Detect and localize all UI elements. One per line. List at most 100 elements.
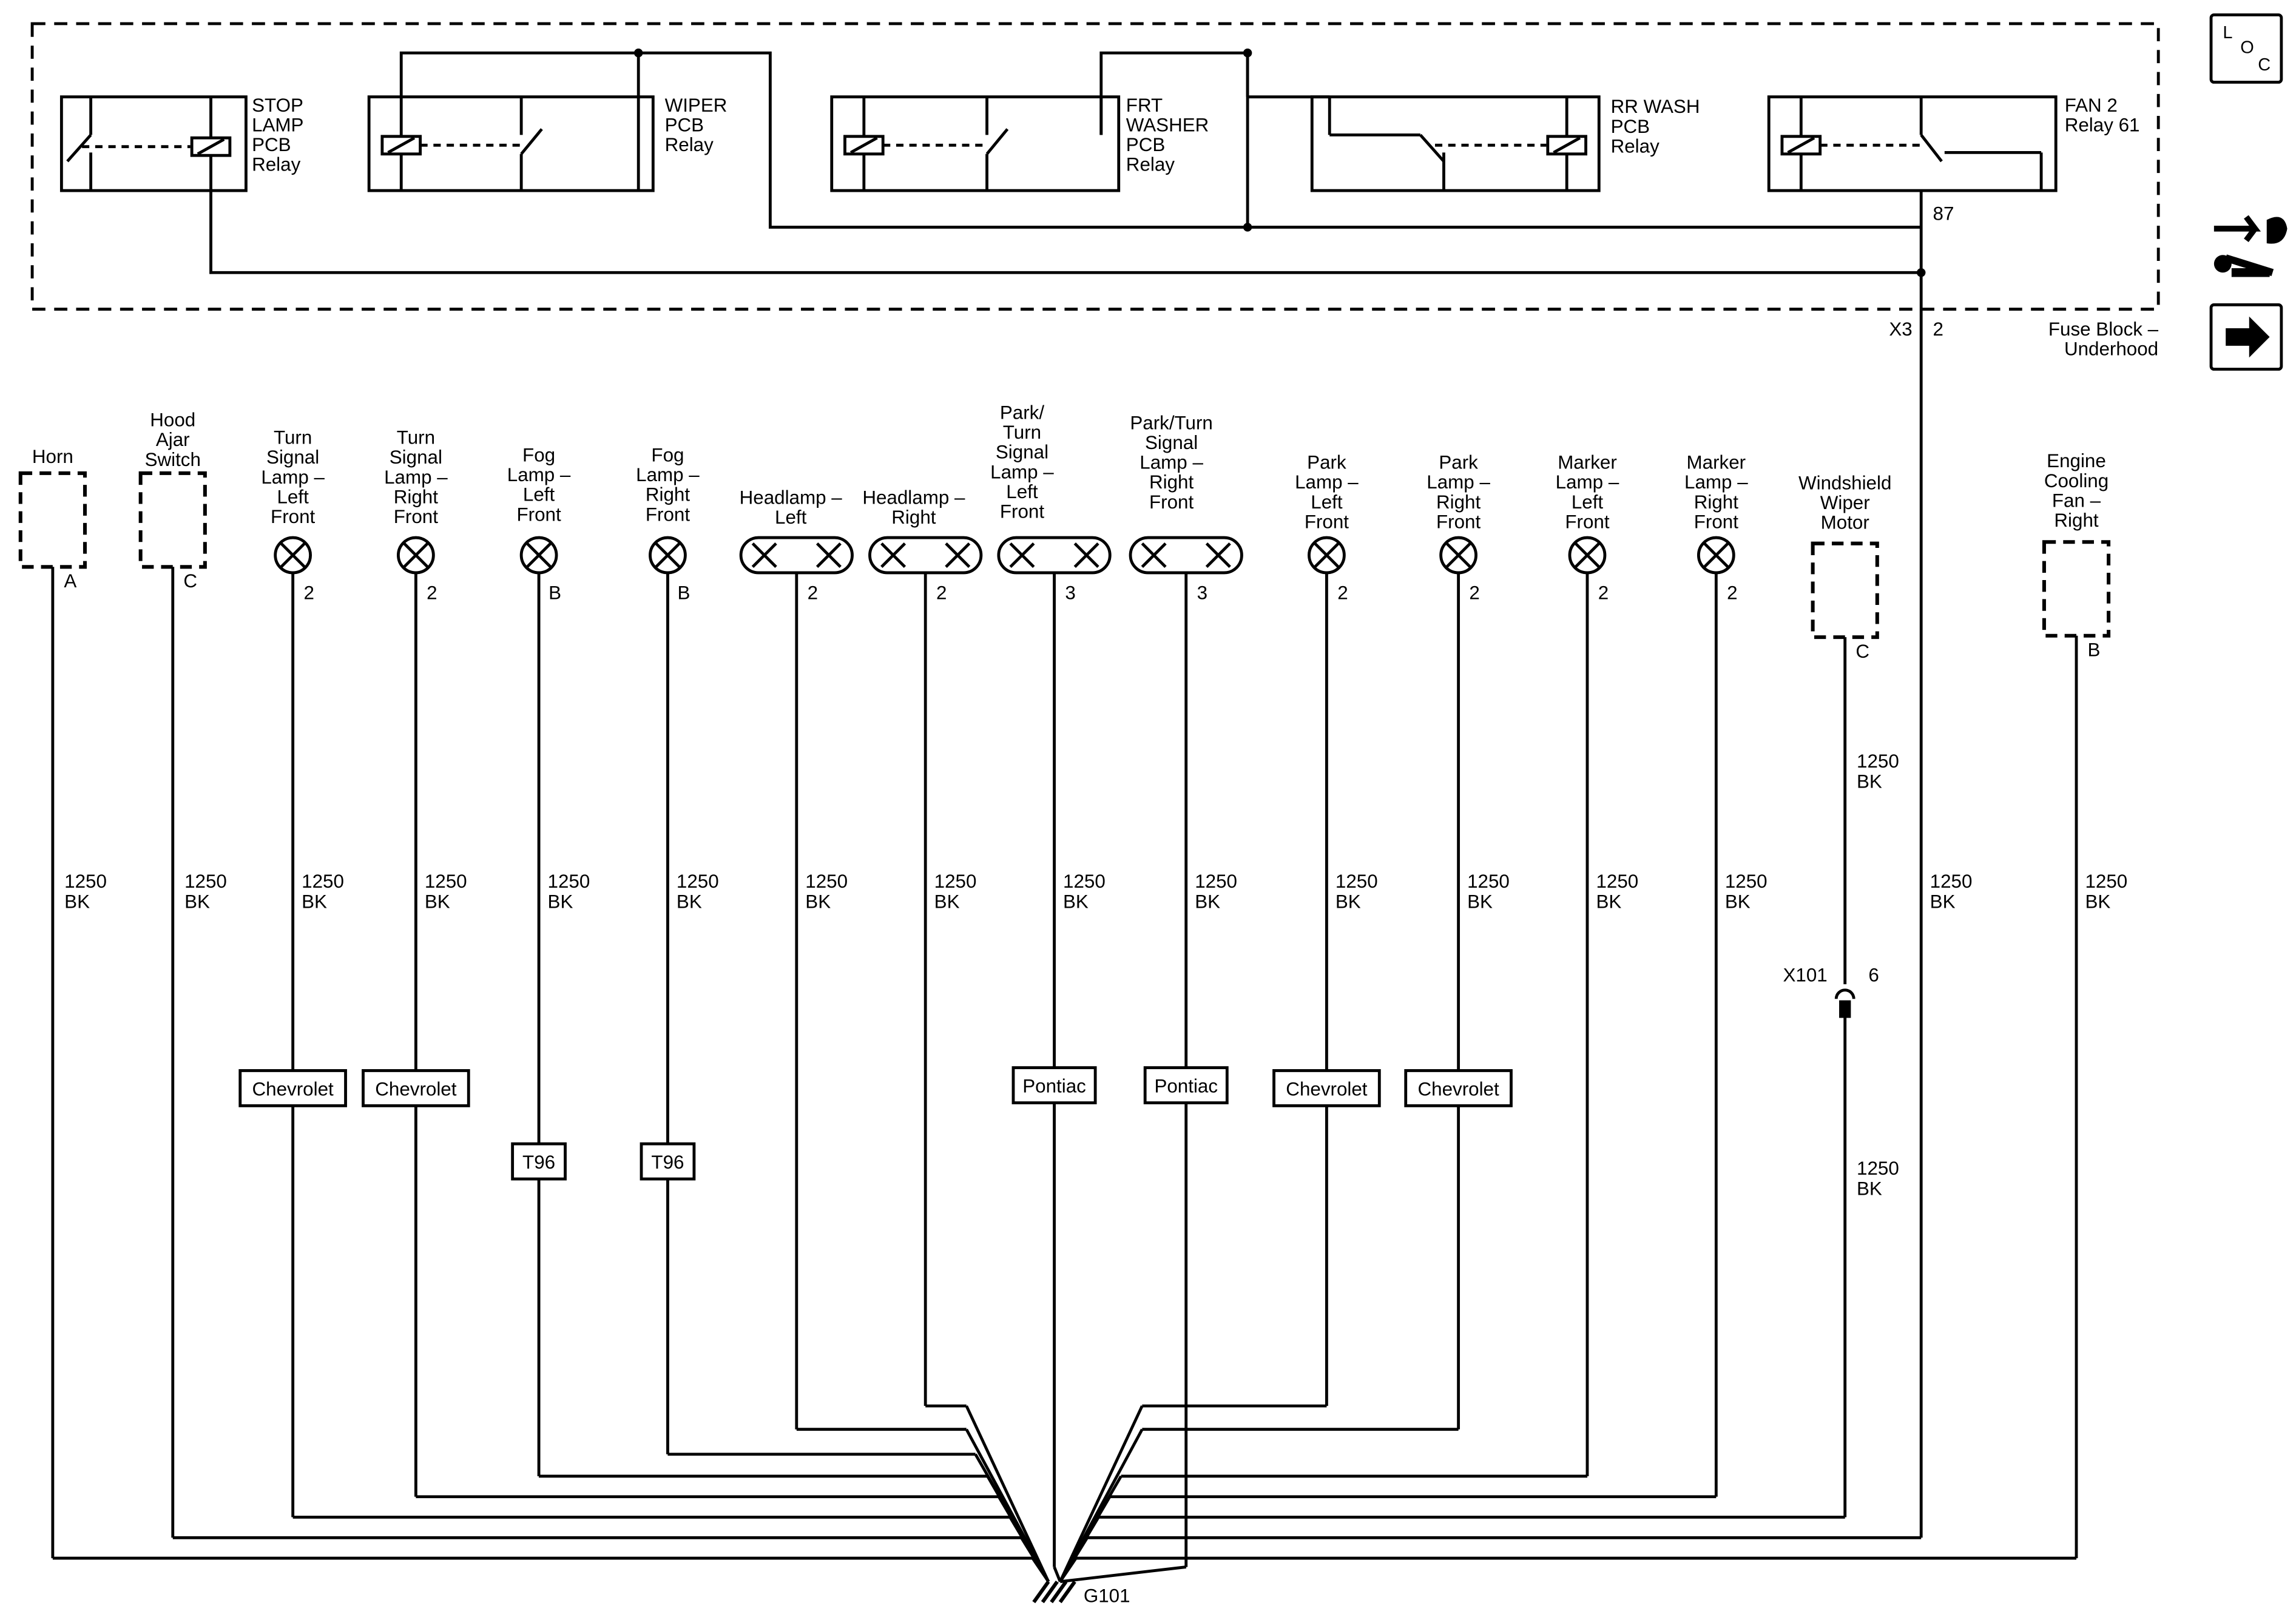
component-outline <box>2042 540 2111 638</box>
wire-label: BK <box>425 891 450 913</box>
splice-dot <box>1243 223 1252 232</box>
ground-wire <box>1059 637 1855 1582</box>
next-arrow-icon[interactable] <box>2209 303 2283 371</box>
wire-label: BK <box>1857 771 1882 792</box>
wire-label: BK <box>64 891 90 913</box>
component-label: Headlamp – <box>862 487 965 508</box>
component-label: Front <box>271 506 315 527</box>
component-label: Left <box>277 486 309 507</box>
component-label: Marker <box>1687 452 1746 473</box>
component-label: Right <box>646 484 690 505</box>
splice-dot <box>1916 268 1926 277</box>
component-label: Lamp – <box>1684 471 1748 493</box>
option-chevrolet-box: Chevrolet <box>362 1069 470 1107</box>
relay-coil-icon <box>380 135 422 156</box>
pin-label: 2 <box>1469 582 1479 603</box>
component-label: Lamp – <box>1140 452 1203 473</box>
ground-wire <box>1059 572 1460 1582</box>
component-label: Ajar <box>156 429 190 450</box>
component-label: Headlamp – <box>740 487 843 508</box>
wire-label: BK <box>1195 891 1220 913</box>
pin-label: C <box>1855 641 1869 662</box>
option-t96-box: T96 <box>640 1142 696 1181</box>
component-label: Fog <box>651 445 684 466</box>
option-label: Chevrolet <box>1286 1079 1367 1100</box>
wire-label: 1250 <box>64 871 107 892</box>
pin-label: A <box>64 570 76 592</box>
component-label: Park <box>1307 452 1346 473</box>
wire-label: 1250 <box>2085 871 2127 892</box>
wire-label: 1250 <box>1857 1158 1899 1179</box>
wire-label: BK <box>1467 891 1493 913</box>
option-label: T96 <box>651 1152 684 1173</box>
wire-label: 1250 <box>1725 871 1768 892</box>
component-label: Front <box>1694 511 1738 532</box>
dual-lamp-icon <box>739 536 854 575</box>
pin-label: 3 <box>1197 582 1207 603</box>
pin-label: 2 <box>936 582 947 603</box>
component-label: Front <box>1565 511 1609 532</box>
relay-label: Relay <box>252 154 300 175</box>
connector-pin-label: 6 <box>1868 964 1879 985</box>
relay-label: LAMP <box>252 114 303 135</box>
option-t96-box: T96 <box>511 1142 567 1181</box>
splice-dot <box>633 49 643 58</box>
component-label: Lamp – <box>261 467 325 488</box>
component-label: Right <box>394 486 438 507</box>
relay-coil-icon <box>1546 135 1587 156</box>
component-label: Fan – <box>2052 490 2101 511</box>
relay-label: STOP <box>252 95 303 116</box>
loc-letter: O <box>2240 38 2254 57</box>
relay-coil-icon <box>843 135 885 156</box>
wire-label: BK <box>1596 891 1621 913</box>
component-label: Marker <box>1558 452 1617 473</box>
wire-label: BK <box>302 891 327 913</box>
wire-label: BK <box>548 891 573 913</box>
system-wrench-icon[interactable] <box>2213 215 2288 277</box>
relay-label: FRT <box>1126 95 1163 116</box>
component-label: Front <box>1436 511 1481 532</box>
pin-label: B <box>549 582 561 603</box>
relay-coil-icon <box>190 136 232 157</box>
ground-wire <box>1059 572 1328 1582</box>
component-label: Park/ <box>1000 402 1044 424</box>
pin-label: C <box>183 570 197 592</box>
component-label: Front <box>1149 491 1194 513</box>
component-label: Left <box>1311 491 1343 513</box>
relay-label: PCB <box>252 134 291 155</box>
component-outline <box>138 471 207 569</box>
component-label: Front <box>1000 501 1044 522</box>
wire-label: BK <box>805 891 831 913</box>
component-label: Turn <box>397 427 435 448</box>
lamp-icon <box>1439 536 1477 575</box>
component-label: Signal <box>266 447 319 468</box>
lamp-icon <box>649 536 687 575</box>
wire-label: 1250 <box>302 871 344 892</box>
fuse-block-label: Fuse Block – <box>2048 319 2159 340</box>
option-label: Pontiac <box>1022 1076 1086 1097</box>
splice-dot <box>1243 49 1252 58</box>
relay-coil-icon <box>1780 135 1822 156</box>
pin-label: 2 <box>1598 582 1609 603</box>
component-label: Switch <box>145 449 201 470</box>
ground-wire <box>537 572 1050 1582</box>
ground-wire <box>923 572 1050 1582</box>
loc-letter: L <box>2223 23 2232 42</box>
component-label: Fog <box>522 445 555 466</box>
loc-icon[interactable]: LOC <box>2209 13 2283 84</box>
relay-terminal-87: 87 <box>1933 203 1954 224</box>
option-label: T96 <box>522 1152 555 1173</box>
component-label: Lamp – <box>1295 471 1359 493</box>
